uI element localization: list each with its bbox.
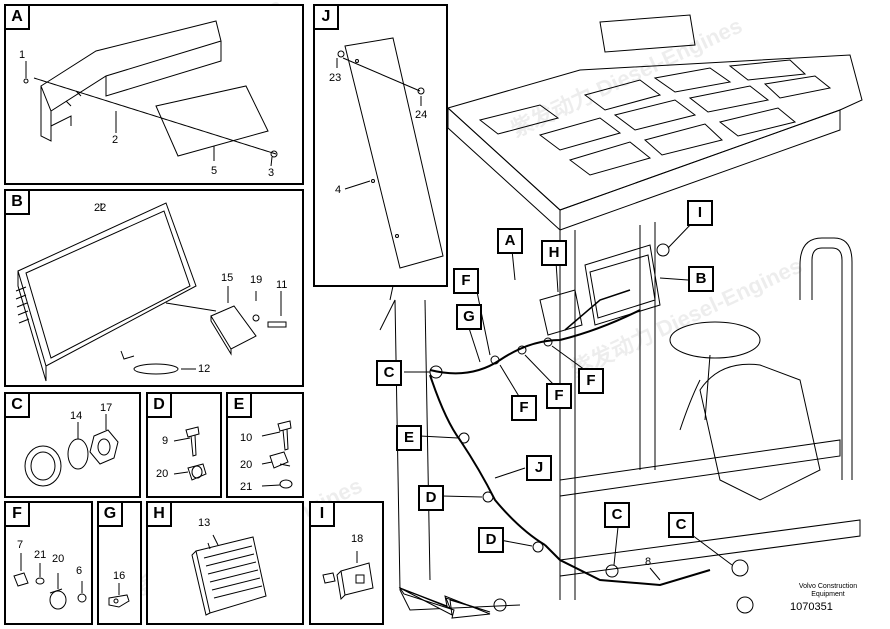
manufacturer-line-2: Equipment [811, 591, 845, 598]
part-number: 17 [100, 402, 113, 414]
part-number: 21 [240, 481, 253, 493]
part-number: 20 [156, 468, 169, 480]
drawing-number: 1070351 [790, 601, 833, 613]
part-number: 4 [335, 184, 342, 196]
panel-g: G 16 [97, 501, 142, 625]
part-number: 6 [76, 565, 83, 577]
panel-e: E 10 20 21 [226, 392, 304, 498]
panel-j-label: J [315, 6, 339, 30]
panel-c-label: C [6, 394, 30, 418]
callout-g: G [456, 304, 482, 330]
callout-f: F [511, 395, 537, 421]
panel-f: F 7 21 20 6 [4, 501, 93, 625]
part-number: 24 [415, 109, 428, 121]
part-number: 23 [329, 72, 342, 84]
part-number: 22 [94, 202, 107, 214]
callout-f: F [546, 383, 572, 409]
panel-a: A 1 2 5 3 [4, 4, 304, 185]
part-number: 20 [52, 553, 65, 565]
part-number: 19 [250, 274, 263, 286]
panel-c: C 14 17 [4, 392, 141, 498]
part-number: 1 [19, 49, 26, 61]
callout-c: C [604, 502, 630, 528]
part-number: 2 [112, 134, 119, 146]
panel-h-label: H [148, 503, 172, 527]
part-number: 12 [198, 363, 211, 375]
relay-module-drawing [191, 534, 267, 616]
part-number: 14 [70, 410, 83, 422]
panel-d: D 9 20 [146, 392, 222, 498]
part-number: 13 [198, 517, 211, 529]
panel-i: I 18 [309, 501, 384, 625]
part-number: 18 [351, 533, 364, 545]
part-number: 5 [211, 165, 218, 177]
callout-d: D [418, 485, 444, 511]
panel-b-label: B [6, 191, 30, 215]
callout-f: F [453, 268, 479, 294]
cable-clip-drawing [108, 583, 130, 608]
ecu-drawing [15, 202, 287, 382]
callout-i: I [687, 200, 713, 226]
callout-j: J [526, 455, 552, 481]
callout-h: H [541, 240, 567, 266]
cover-plate-drawing [336, 37, 444, 269]
panel-g-label: G [99, 503, 123, 527]
callout-c: C [668, 512, 694, 538]
part-number: 11 [276, 279, 288, 291]
housing-cover-drawing [23, 20, 278, 167]
callout-d: D [478, 527, 504, 553]
bolt-clip-washer-drawing [261, 420, 293, 489]
sleeve-grommet-drawing [13, 553, 87, 610]
panel-a-label: A [6, 6, 30, 30]
callout-c: C [376, 360, 402, 386]
panel-d-label: D [148, 394, 172, 418]
callout-a: A [497, 228, 523, 254]
part-number: 21 [34, 549, 47, 561]
panel-h: H 13 [146, 501, 304, 625]
callout-e: E [396, 425, 422, 451]
callout-b: B [688, 266, 714, 292]
panel-b: B 22 15 19 11 12 [4, 189, 304, 387]
manufacturer-line-1: Volvo Construction [798, 583, 858, 590]
connector-drawing [24, 414, 119, 487]
manufacturer-label: Volvo Construction Equipment [778, 583, 878, 599]
part-number: 8 [645, 556, 652, 568]
part-number: 7 [17, 539, 24, 551]
part-number: 16 [113, 570, 126, 582]
socket-drawing [322, 551, 374, 601]
part-number: 9 [162, 435, 169, 447]
part-number: 20 [240, 459, 253, 471]
panel-e-label: E [228, 394, 252, 418]
panel-j: J 23 24 4 [313, 4, 448, 287]
callout-f: F [578, 368, 604, 394]
panel-f-label: F [6, 503, 30, 527]
bolt-clip-drawing [173, 426, 207, 481]
part-number: 3 [268, 167, 275, 179]
part-number: 15 [221, 272, 234, 284]
panel-i-label: I [311, 503, 335, 527]
part-number: 10 [240, 432, 253, 444]
